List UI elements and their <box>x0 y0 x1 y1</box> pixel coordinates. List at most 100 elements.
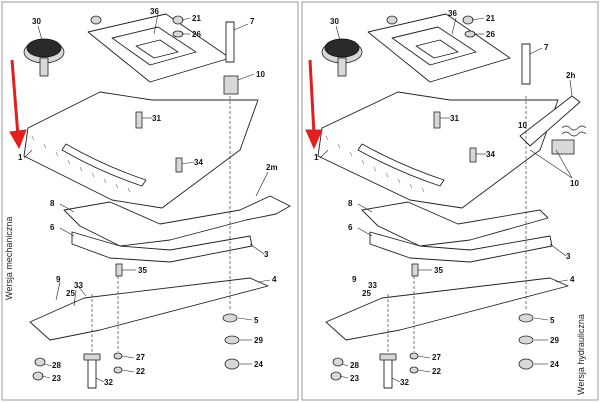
callout-22: 22 <box>136 367 145 376</box>
callout-35: 35 <box>434 266 443 275</box>
red-arrow-icon <box>9 59 27 150</box>
callout-8: 8 <box>348 199 353 208</box>
callout-34: 34 <box>194 158 203 167</box>
callout-1: 1 <box>314 153 319 162</box>
slot <box>61 143 147 187</box>
callout-31: 31 <box>152 114 161 123</box>
nut-24 <box>224 358 240 370</box>
callout-33: 33 <box>74 281 83 290</box>
nut-22 <box>113 366 123 374</box>
callout-25: 25 <box>66 289 75 298</box>
callout-30: 30 <box>330 17 339 26</box>
right-side-label: Wersja hydrauliczna <box>576 314 586 395</box>
left-panel: 1 2m 3 4 5 6 7 8 9 10 21 22 23 24 25 26 … <box>9 7 291 389</box>
right-panel: 1 2h 3 4 5 6 7 8 9 10 10 21 22 23 24 25 … <box>305 9 587 389</box>
sector-plate <box>317 91 559 209</box>
nut-top <box>386 15 398 25</box>
callout-34: 34 <box>486 150 495 159</box>
callout-31: 31 <box>450 114 459 123</box>
callout-3: 3 <box>264 250 269 259</box>
callout-25: 25 <box>362 289 371 298</box>
washer-26 <box>464 30 476 38</box>
nut-top <box>90 15 102 25</box>
callout-36: 36 <box>150 7 159 16</box>
callout-27: 27 <box>432 353 441 362</box>
callout-9: 9 <box>56 275 61 284</box>
screw-34 <box>469 147 477 163</box>
callout-21: 21 <box>192 14 201 23</box>
knob-30-icon <box>23 38 65 77</box>
cover-inner-window <box>135 39 179 59</box>
callout-32: 32 <box>104 378 113 387</box>
nut-27 <box>113 352 123 360</box>
callout-29: 29 <box>254 336 263 345</box>
washer-29 <box>224 335 240 345</box>
left-side-label: Wersja mechaniczna <box>4 217 14 300</box>
nut-28 <box>34 357 46 367</box>
callout-9: 9 <box>352 275 357 284</box>
nut-24 <box>518 358 534 370</box>
callout-30: 30 <box>32 17 41 26</box>
callout-22: 22 <box>432 367 441 376</box>
washer-26 <box>172 30 184 38</box>
callout-5: 5 <box>550 316 555 325</box>
callout-7: 7 <box>544 43 549 52</box>
nut-23 <box>330 371 342 381</box>
left-panel-frame <box>1 1 299 401</box>
screw-35 <box>411 263 419 277</box>
callout-10: 10 <box>256 70 265 79</box>
screw-31 <box>433 111 441 129</box>
callout-26: 26 <box>192 30 201 39</box>
spring-icon <box>561 125 587 137</box>
knob-30-icon <box>321 38 363 77</box>
callout-5: 5 <box>254 316 259 325</box>
nut-23 <box>32 371 44 381</box>
callout-8: 8 <box>50 199 55 208</box>
washer-5 <box>222 313 238 323</box>
callout-26: 26 <box>486 30 495 39</box>
scale <box>325 135 425 193</box>
bolt-32 <box>87 357 97 389</box>
plate-3 <box>369 231 553 263</box>
callout-24: 24 <box>254 360 263 369</box>
stud-7 <box>521 43 531 85</box>
callout-7: 7 <box>250 17 255 26</box>
callout-35: 35 <box>138 266 147 275</box>
frame-2m <box>63 195 291 247</box>
callout-23: 23 <box>350 374 359 383</box>
callout-4: 4 <box>272 275 277 284</box>
sector-plate <box>23 91 259 209</box>
right-panel-frame <box>301 1 599 401</box>
callout-24: 24 <box>550 360 559 369</box>
callout-33: 33 <box>368 281 377 290</box>
screw-34 <box>175 157 183 173</box>
frame-lower <box>361 201 549 247</box>
plate-3 <box>71 231 253 263</box>
nut-22 <box>409 366 419 374</box>
callout-36: 36 <box>448 9 457 18</box>
callout-2m: 2m <box>266 163 278 172</box>
scale <box>31 135 131 193</box>
stud-7 <box>225 21 235 63</box>
callout-4: 4 <box>570 275 575 284</box>
screw-35 <box>115 263 123 277</box>
plate-4 <box>29 277 269 341</box>
callout-29: 29 <box>550 336 559 345</box>
arm-2h <box>519 95 581 147</box>
washer-5 <box>518 313 534 323</box>
callout-21: 21 <box>486 14 495 23</box>
nut-21 <box>172 15 184 25</box>
nut-27 <box>409 352 419 360</box>
red-arrow-icon <box>305 59 323 150</box>
bushing-10 <box>223 75 239 95</box>
plate-4 <box>325 277 569 341</box>
callout-28: 28 <box>52 361 61 370</box>
callout-3: 3 <box>566 252 571 261</box>
cylinder <box>551 139 575 155</box>
callout-1: 1 <box>18 153 23 162</box>
callout-2h: 2h <box>566 71 575 80</box>
callout-10b: 10 <box>570 179 579 188</box>
bolt-32 <box>383 357 393 389</box>
callout-6: 6 <box>50 223 55 232</box>
callout-23: 23 <box>52 374 61 383</box>
